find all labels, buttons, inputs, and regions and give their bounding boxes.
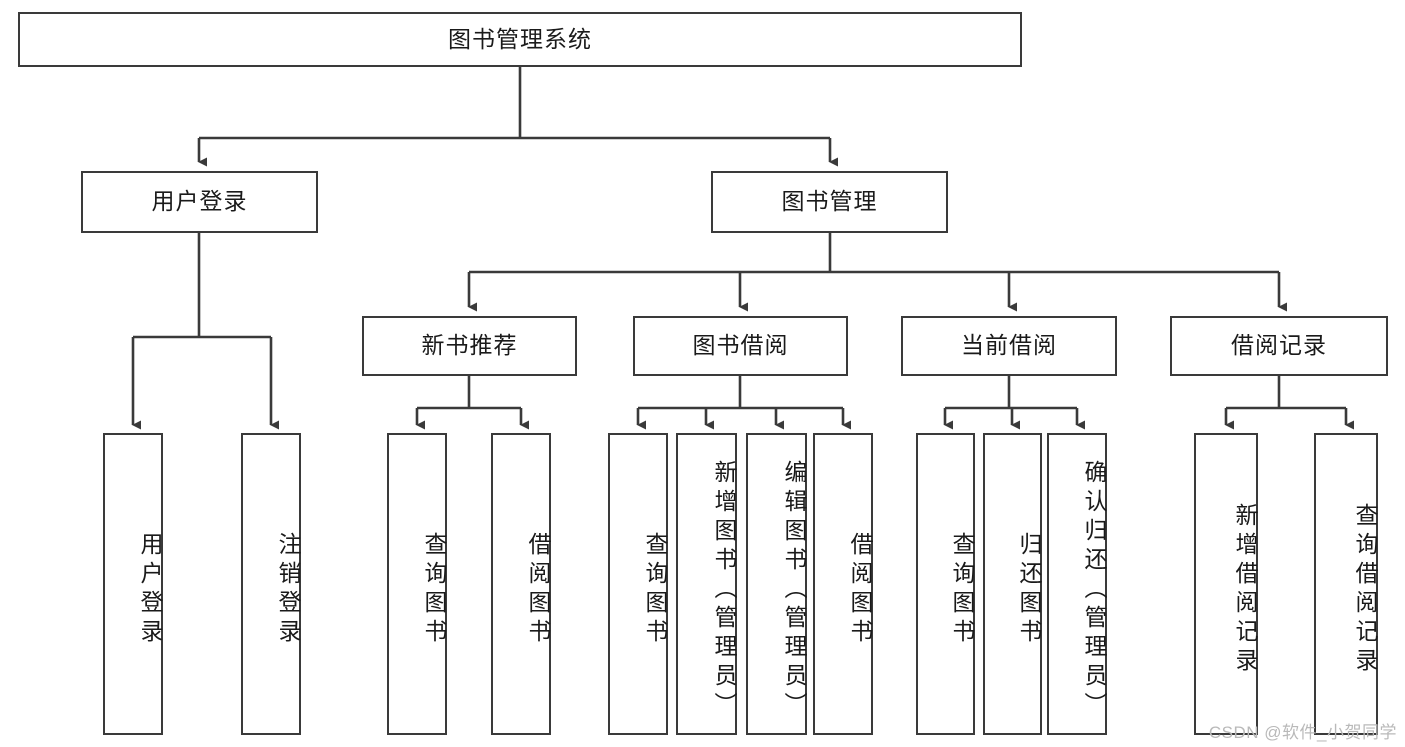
node-root-label: 图书管理系统 [448, 25, 592, 52]
node-leaf-query-borrow-record-label: 查询借阅记录 [1352, 503, 1378, 677]
node-user-login[interactable]: 用户登录 [81, 171, 318, 233]
node-leaf-logout-login-label: 注销登录 [275, 532, 301, 648]
node-leaf-borrow-book-1[interactable]: 借阅图书 [491, 433, 551, 735]
node-leaf-add-book[interactable]: 新增图书（管理员） [676, 433, 737, 735]
node-borrow-record-label: 借阅记录 [1231, 332, 1327, 359]
node-leaf-query-book-3-label: 查询图书 [949, 532, 975, 648]
node-leaf-edit-book-label: 编辑图书（管理员） [781, 459, 807, 721]
node-leaf-confirm-return[interactable]: 确认归还（管理员） [1047, 433, 1107, 735]
node-leaf-query-book-3[interactable]: 查询图书 [916, 433, 975, 735]
node-leaf-query-book-2[interactable]: 查询图书 [608, 433, 668, 735]
node-leaf-query-borrow-record[interactable]: 查询借阅记录 [1314, 433, 1378, 735]
node-book-borrow[interactable]: 图书借阅 [633, 316, 848, 376]
node-leaf-add-book-label: 新增图书（管理员） [711, 459, 737, 721]
node-book-management-label: 图书管理 [781, 188, 878, 215]
node-borrow-record[interactable]: 借阅记录 [1170, 316, 1388, 376]
node-leaf-add-borrow-record[interactable]: 新增借阅记录 [1194, 433, 1258, 735]
node-leaf-query-book-2-label: 查询图书 [642, 532, 668, 648]
node-leaf-borrow-book-2[interactable]: 借阅图书 [813, 433, 873, 735]
node-leaf-confirm-return-label: 确认归还（管理员） [1081, 459, 1107, 721]
node-book-management[interactable]: 图书管理 [711, 171, 948, 233]
node-leaf-return-book[interactable]: 归还图书 [983, 433, 1042, 735]
node-leaf-borrow-book-2-label: 借阅图书 [847, 532, 873, 648]
node-root[interactable]: 图书管理系统 [18, 12, 1022, 67]
watermark: CSDN @软件_小贺同学 [1208, 723, 1397, 742]
node-new-book-recommend-label: 新书推荐 [421, 332, 518, 359]
node-leaf-user-login[interactable]: 用户登录 [103, 433, 163, 735]
node-new-book-recommend[interactable]: 新书推荐 [362, 316, 577, 376]
node-leaf-logout-login[interactable]: 注销登录 [241, 433, 301, 735]
node-leaf-borrow-book-1-label: 借阅图书 [525, 532, 551, 648]
node-book-borrow-label: 图书借阅 [692, 332, 789, 359]
node-leaf-add-borrow-record-label: 新增借阅记录 [1232, 503, 1258, 677]
node-current-borrow[interactable]: 当前借阅 [901, 316, 1117, 376]
node-leaf-return-book-label: 归还图书 [1016, 532, 1042, 648]
node-current-borrow-label: 当前借阅 [961, 332, 1057, 359]
node-user-login-label: 用户登录 [151, 188, 248, 215]
node-leaf-user-login-label: 用户登录 [137, 532, 163, 648]
node-leaf-query-book-1[interactable]: 查询图书 [387, 433, 447, 735]
node-leaf-query-book-1-label: 查询图书 [421, 532, 447, 648]
node-leaf-edit-book[interactable]: 编辑图书（管理员） [746, 433, 807, 735]
